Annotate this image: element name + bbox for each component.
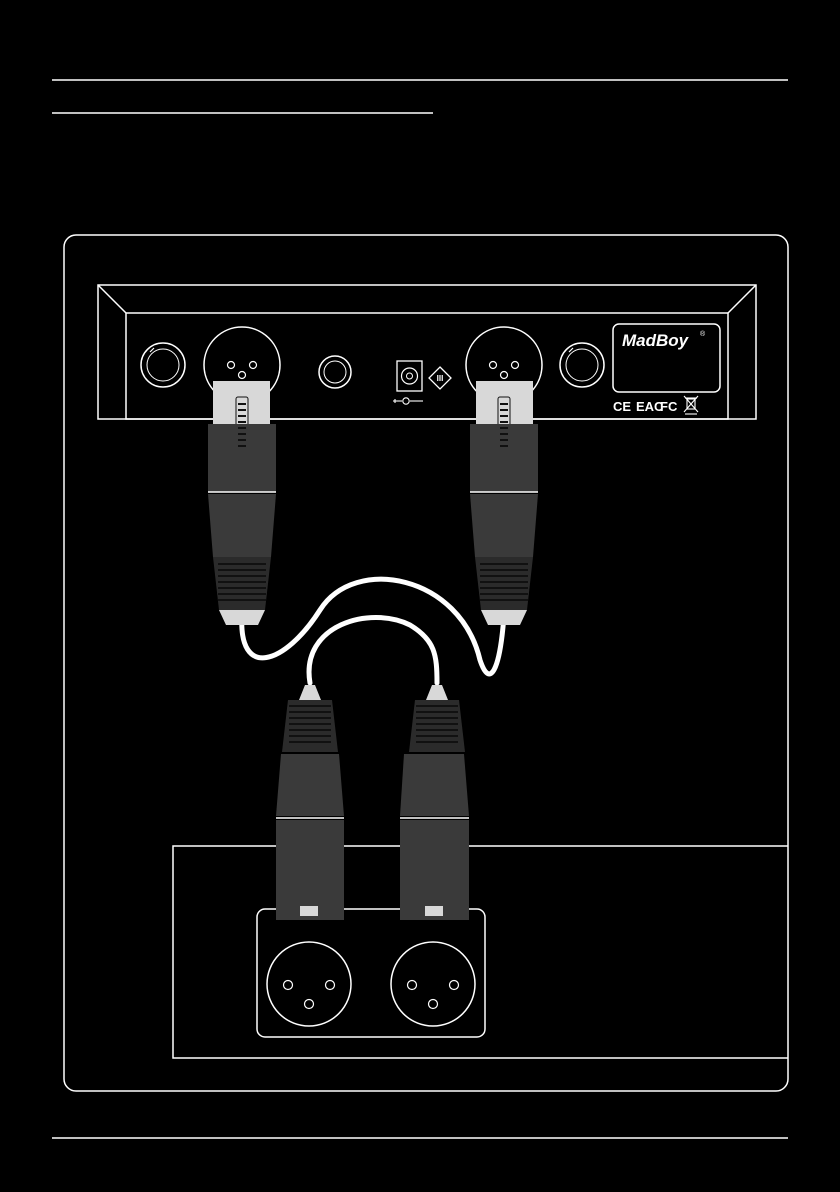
- brand-label: MadBoy ®: [613, 324, 720, 392]
- class-iii-icon: III: [429, 367, 451, 389]
- mixer-panel: [173, 846, 788, 1058]
- xlr-male-plug-icon[interactable]: [400, 685, 469, 920]
- xlr-socket-icon[interactable]: [391, 942, 475, 1026]
- knob-icon[interactable]: [141, 343, 185, 387]
- brand-registered-mark: ®: [700, 330, 706, 338]
- knob-icon[interactable]: [560, 343, 604, 387]
- brand-logo: MadBoy: [622, 331, 690, 350]
- xlr-socket-icon[interactable]: [267, 942, 351, 1026]
- cable-icon: [242, 579, 504, 683]
- dc-power-socket[interactable]: [397, 361, 422, 391]
- certification-marks: CE EAC FC: [613, 399, 678, 414]
- xlr-male-plug-icon[interactable]: [276, 685, 344, 920]
- fc-mark: FC: [660, 399, 678, 414]
- crossed-bin-icon: [684, 396, 698, 414]
- dc-polarity-icon: [393, 398, 423, 404]
- jack-socket-icon[interactable]: [319, 356, 351, 388]
- ce-mark: CE: [613, 399, 631, 414]
- class-symbol: III: [437, 374, 444, 383]
- mixer-socket-plate: [257, 909, 485, 1037]
